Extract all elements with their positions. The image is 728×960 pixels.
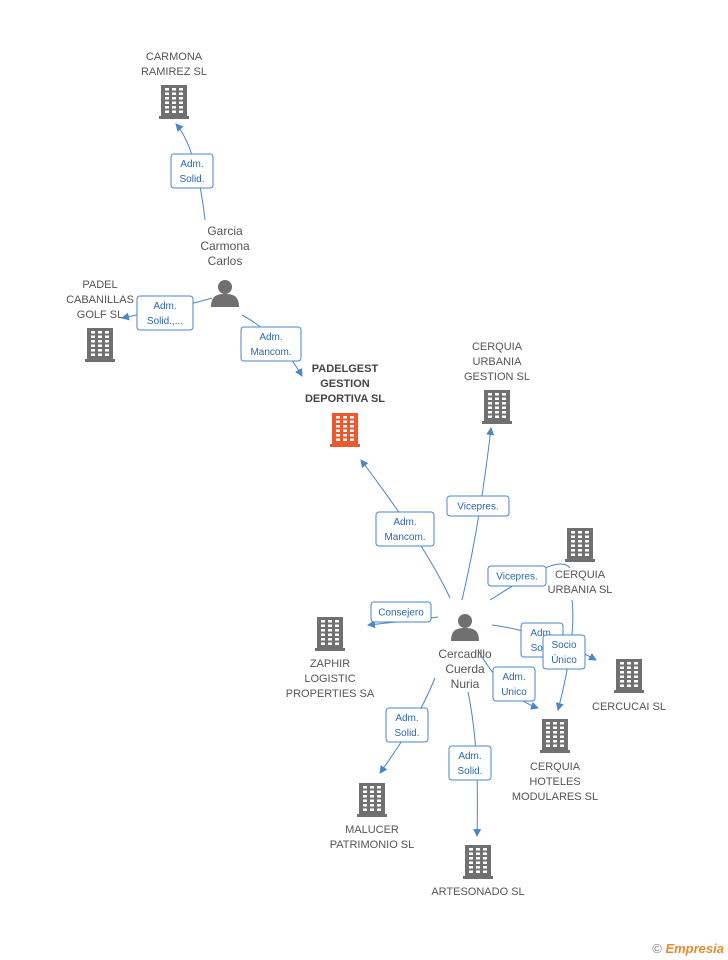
edge-label-nuria-hoteles[interactable]: Adm.Unico <box>492 666 536 702</box>
building-icon <box>159 85 189 119</box>
edge-labels-layer: Adm.Solid. Adm.Solid.,... Adm.Mancom. Adm.M… <box>136 153 586 781</box>
edge-label-text: Adm.Solid. <box>394 713 419 739</box>
building-icon <box>463 845 493 879</box>
edge-label-garcia-carmona[interactable]: Adm.Solid. <box>170 153 214 189</box>
edge-label-garcia-padel[interactable]: Adm.Solid.,... <box>136 295 194 331</box>
edge-label-nuria-malucer[interactable]: Adm.Solid. <box>385 707 429 743</box>
edge-label-box <box>487 565 547 587</box>
brand-watermark: © Empresia <box>652 941 724 956</box>
edge-label-text: Adm.Sol... <box>530 628 553 654</box>
edge-label-box <box>542 634 586 670</box>
edge-label-box <box>385 707 429 743</box>
edge-label-text: Adm.Mancom. <box>384 517 425 543</box>
building-icon <box>540 719 570 753</box>
person-icon <box>451 614 479 641</box>
building-icon <box>482 390 512 424</box>
edge-label-box <box>370 601 432 623</box>
edge-label-text: Adm.Solid.,... <box>147 301 183 327</box>
edge-label-text: Adm.Mancom. <box>250 332 291 358</box>
edge-label-text: Consejero <box>378 608 424 619</box>
edge-label-nuria-zaphir[interactable]: Consejero <box>370 601 432 623</box>
edge-label-text: Adm.Unico <box>501 672 527 698</box>
edge-label-nuria-padelgest[interactable]: Adm.Mancom. <box>375 511 435 547</box>
copyright-icon: © <box>652 941 662 956</box>
building-icon <box>565 528 595 562</box>
edge-label-text: Adm.Solid. <box>179 159 204 185</box>
edge-label-box <box>375 511 435 547</box>
edge-label-box <box>170 153 214 189</box>
building-icon <box>614 659 644 693</box>
edge-label-box <box>492 666 536 702</box>
person-icon <box>211 280 239 307</box>
company-label: CERCUCAI SL <box>592 701 666 713</box>
edge-label-box <box>240 326 302 362</box>
edge-label-text: Vicepres. <box>457 502 499 513</box>
building-icon <box>357 783 387 817</box>
edge-label-text: Vicepres. <box>496 572 538 583</box>
building-icon <box>330 413 360 447</box>
edge-label-box <box>446 495 510 517</box>
company-label: ARTESONADO SL <box>431 886 524 898</box>
edge-label-text: Adm.Solid. <box>457 751 482 777</box>
edge-label-box <box>448 745 492 781</box>
company-node-cercucai[interactable]: CERCUCAI SL <box>592 659 666 713</box>
building-icon <box>85 328 115 362</box>
brand-name: Empresia <box>665 941 724 956</box>
building-icon <box>315 617 345 651</box>
edge-label-nuria-artesonado[interactable]: Adm.Solid. <box>448 745 492 781</box>
edge-label-nuria-cerquia-urbania[interactable]: Vicepres. <box>487 565 547 587</box>
edges-layer <box>121 123 597 837</box>
edge-label-nuria-cerquia-gestion[interactable]: Vicepres. <box>446 495 510 517</box>
edge-label-box <box>136 295 194 331</box>
edge-label-garcia-padelgest[interactable]: Adm.Mancom. <box>240 326 302 362</box>
company-node-artesonado[interactable]: ARTESONADO SL <box>431 845 525 898</box>
